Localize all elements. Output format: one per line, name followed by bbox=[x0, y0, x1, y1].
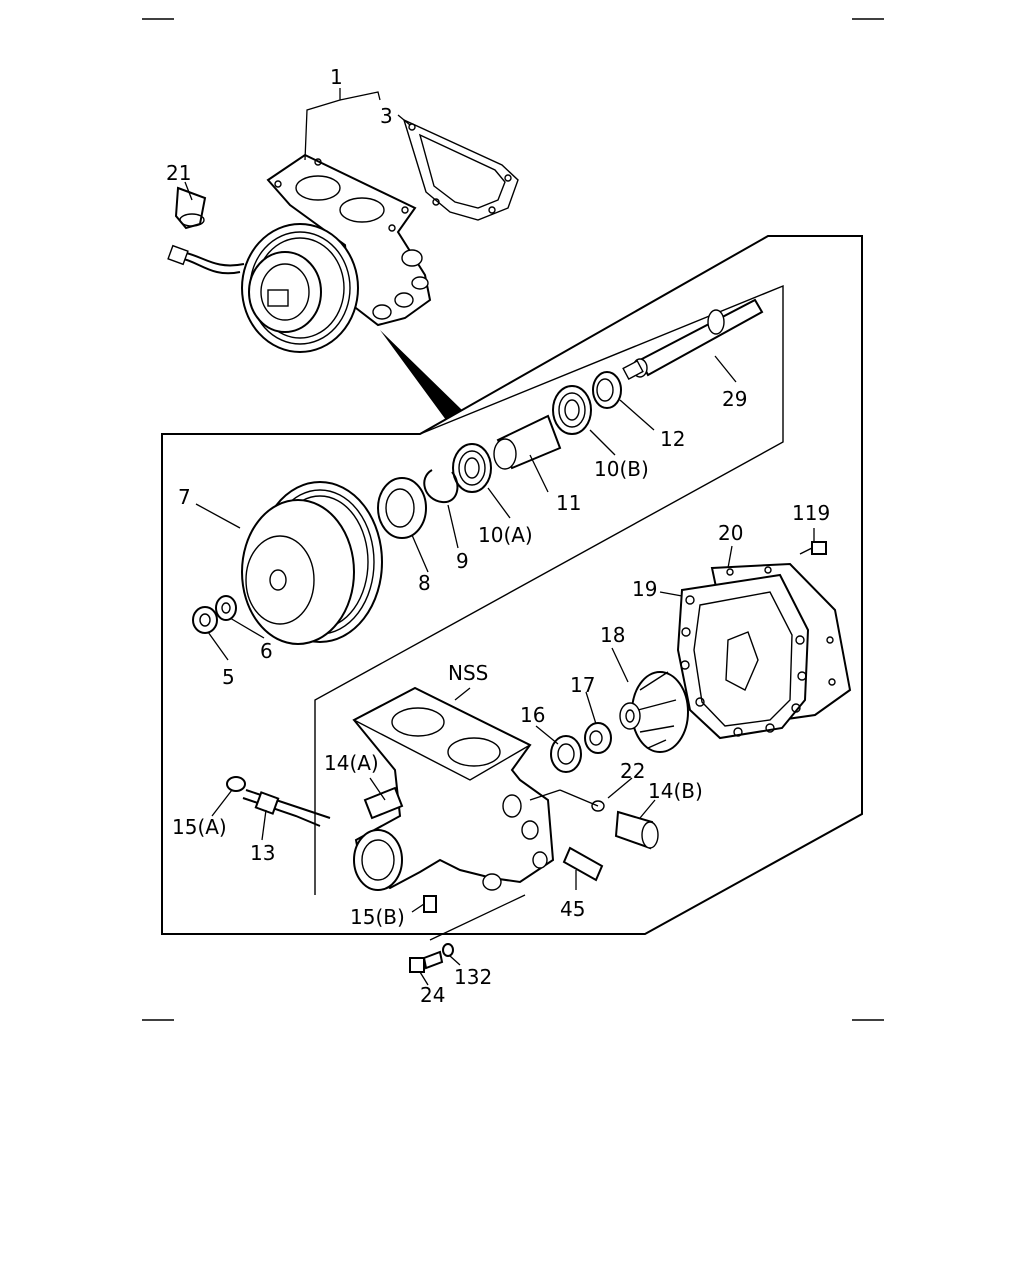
bolt-119 bbox=[799, 541, 827, 555]
pump-housing-nss bbox=[352, 686, 555, 891]
gasket-3 bbox=[402, 118, 519, 221]
label-part-22: 22 bbox=[620, 759, 645, 783]
pulley-7 bbox=[241, 481, 383, 645]
water-pump-assembly bbox=[167, 118, 519, 353]
label-part-20: 20 bbox=[718, 521, 743, 545]
page-corner-marks bbox=[142, 18, 884, 1021]
seal-12 bbox=[592, 371, 622, 409]
bearing-10b bbox=[552, 385, 592, 435]
impeller-18 bbox=[619, 671, 689, 753]
stud-45 bbox=[562, 846, 604, 882]
label-part-18: 18 bbox=[600, 623, 625, 647]
label-part-10a: 10(A) bbox=[478, 523, 533, 547]
label-part-17: 17 bbox=[570, 673, 595, 697]
seal-8 bbox=[377, 477, 427, 539]
label-nss: NSS bbox=[448, 661, 488, 685]
washer-6 bbox=[215, 595, 237, 621]
leader-lines bbox=[184, 88, 815, 986]
label-part-8: 8 bbox=[418, 571, 431, 595]
part-labels: 1 3 21 29 12 10(B) 11 10(A) 9 8 7 6 5 11… bbox=[166, 65, 830, 1007]
bolt-24-washer-132 bbox=[409, 943, 454, 973]
label-part-13: 13 bbox=[250, 841, 275, 865]
label-part-9: 9 bbox=[456, 549, 469, 573]
label-part-24: 24 bbox=[420, 983, 445, 1007]
nut-5 bbox=[192, 606, 218, 634]
label-part-6: 6 bbox=[260, 639, 273, 663]
label-part-12: 12 bbox=[660, 427, 685, 451]
label-part-3: 3 bbox=[380, 104, 393, 128]
label-part-16: 16 bbox=[520, 703, 545, 727]
label-part-21: 21 bbox=[166, 161, 191, 185]
label-part-11: 11 bbox=[556, 491, 581, 515]
drain-plug-15b bbox=[423, 895, 437, 913]
label-part-10b: 10(B) bbox=[594, 457, 649, 481]
label-part-132: 132 bbox=[454, 965, 492, 989]
label-part-119: 119 bbox=[792, 501, 830, 525]
label-part-19: 19 bbox=[632, 577, 657, 601]
seal-17 bbox=[584, 722, 612, 754]
detail-frame bbox=[161, 235, 863, 935]
pipe-and-fitting-13-15a bbox=[226, 776, 331, 827]
label-part-15b: 15(B) bbox=[350, 905, 405, 929]
spacer-11 bbox=[493, 414, 562, 470]
fitting-14b bbox=[591, 800, 659, 850]
label-part-45: 45 bbox=[560, 897, 585, 921]
label-part-14a: 14(A) bbox=[324, 751, 379, 775]
fitting-14a bbox=[363, 786, 404, 820]
label-part-1: 1 bbox=[330, 65, 343, 89]
label-part-14b: 14(B) bbox=[648, 779, 703, 803]
label-part-5: 5 bbox=[222, 665, 235, 689]
seal-16 bbox=[550, 735, 582, 773]
label-part-15a: 15(A) bbox=[172, 815, 227, 839]
label-part-7: 7 bbox=[178, 485, 191, 509]
shaft-29 bbox=[622, 298, 764, 381]
snap-ring-9 bbox=[423, 469, 459, 504]
label-part-29: 29 bbox=[722, 387, 747, 411]
gasket-19 bbox=[676, 573, 810, 740]
bearing-10a bbox=[452, 443, 492, 493]
